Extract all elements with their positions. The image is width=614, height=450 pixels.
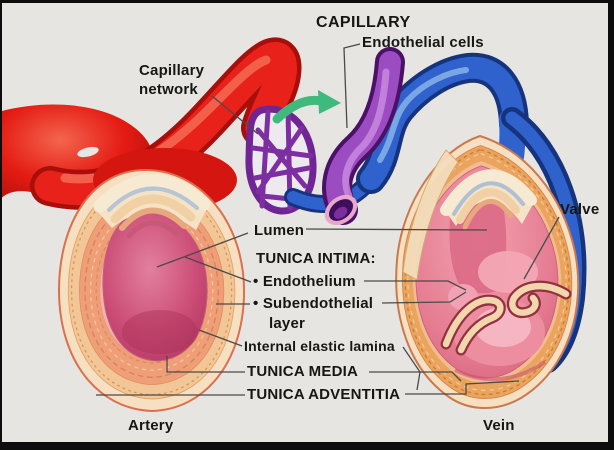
leader-adventitia-vein [405,380,520,395]
leader-valve [523,216,560,280]
leader-lamina-artery [198,329,243,347]
label-internal-elastic-lamina: Internal elastic lamina [244,338,395,354]
leader-endothelial-cells [343,43,361,129]
label-capillary: CAPILLARY [316,14,411,31]
leader-endothelium-vein [364,280,467,291]
label-valve: Valve [560,201,600,218]
label-endothelial-cells: Endothelial cells [362,34,484,51]
label-tunica-intima-heading: TUNICA INTIMA: [256,250,376,267]
label-lumen: Lumen [254,222,305,239]
label-endothelium: • Endothelium [253,273,356,290]
leader-capillary-network [211,95,259,135]
label-subendothelial-layer: layer [269,315,306,332]
label-tunica-adventitia: TUNICA ADVENTITIA [247,386,401,403]
leader-subendothelial-vein [381,291,467,304]
label-subendothelial: • Subendothelial [253,295,374,312]
label-vein: Vein [483,417,515,434]
leader-media-artery [166,356,245,373]
vein-cross-section-illustration [395,135,580,410]
magnified-capillary-illustration [322,47,405,226]
flow-arrow-icon [272,90,341,124]
label-tunica-media: TUNICA MEDIA [247,363,359,380]
leader-endothelium-artery [184,256,252,283]
artery-cross-section-illustration [58,168,246,412]
leader-media-vein [369,371,462,382]
label-capillary-network: Capillary network [139,62,205,98]
venous-valve-illustration [440,251,572,382]
capillary-opening [324,194,358,226]
leader-lumen-artery [156,232,249,268]
leader-lines [96,43,560,396]
label-artery: Artery [128,417,174,434]
leader-lumen-vein [305,228,488,231]
